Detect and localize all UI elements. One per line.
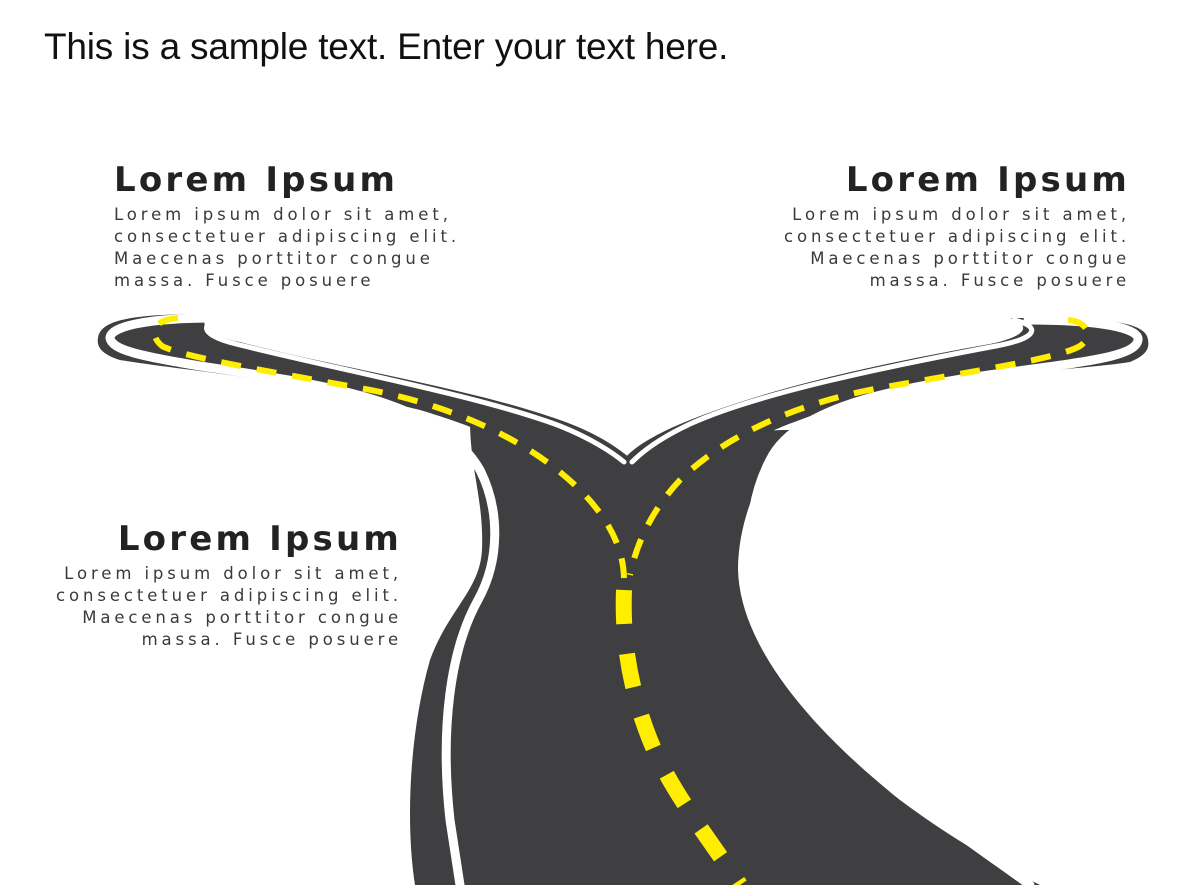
block-heading: Lorem Ipsum <box>117 519 402 559</box>
text-block-top-right: Lorem Ipsum Lorem ipsum dolor sit amet, … <box>784 160 1130 292</box>
body-line: Maecenas porttitor congue <box>114 249 434 268</box>
body-line: Lorem ipsum dolor sit amet, <box>792 205 1130 224</box>
body-line: consectetuer adipiscing elit. <box>784 227 1130 246</box>
body-line: massa. Fusce posuere <box>869 271 1130 290</box>
body-line: Maecenas porttitor congue <box>82 608 402 627</box>
asphalt <box>97 314 1149 885</box>
block-body: Lorem ipsum dolor sit amet, consectetuer… <box>784 204 1130 292</box>
text-block-middle-left: Lorem Ipsum Lorem ipsum dolor sit amet, … <box>56 519 402 651</box>
body-line: massa. Fusce posuere <box>114 271 375 290</box>
body-line: consectetuer adipiscing elit. <box>56 586 402 605</box>
block-heading: Lorem Ipsum <box>114 160 399 200</box>
edge-lines <box>105 313 1143 885</box>
center-dashes <box>151 315 1091 885</box>
block-heading: Lorem Ipsum <box>845 160 1130 200</box>
block-body: Lorem ipsum dolor sit amet, consectetuer… <box>114 204 460 292</box>
body-line: Lorem ipsum dolor sit amet, <box>64 564 402 583</box>
body-line: Lorem ipsum dolor sit amet, <box>114 205 452 224</box>
body-line: consectetuer adipiscing elit. <box>114 227 460 246</box>
body-line: Maecenas porttitor congue <box>810 249 1130 268</box>
block-body: Lorem ipsum dolor sit amet, consectetuer… <box>56 563 402 651</box>
slide-title: This is a sample text. Enter your text h… <box>44 26 729 67</box>
body-line: massa. Fusce posuere <box>141 630 402 649</box>
text-block-top-left: Lorem Ipsum Lorem ipsum dolor sit amet, … <box>114 160 460 292</box>
